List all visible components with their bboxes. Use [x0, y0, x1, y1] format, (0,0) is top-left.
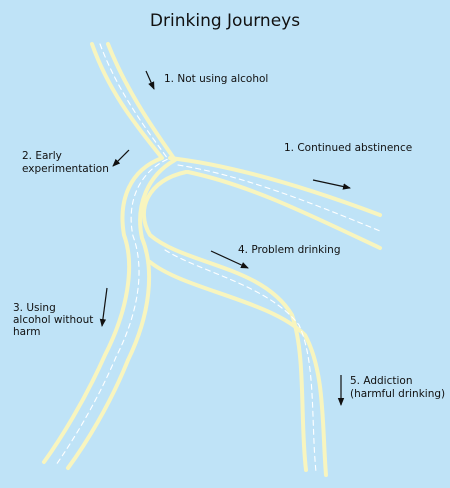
road-right-centerline	[177, 164, 381, 232]
road-right-edge-lower	[186, 170, 382, 250]
road-down-edge-inner	[148, 260, 328, 477]
label-addiction-line2: (harmful drinking)	[350, 388, 445, 400]
label-addiction-line1: 5. Addiction	[350, 375, 413, 387]
arrow-using-without-harm	[99, 287, 108, 327]
road-left-edge-outer	[42, 42, 164, 464]
road-right-edge-upper	[168, 156, 382, 217]
label-using-without-harm-line1: 3. Using	[13, 302, 56, 314]
label-continued-abstinence: 1. Continued abstinence	[284, 142, 412, 154]
label-early-experimentation-line1: 2. Early	[22, 150, 62, 162]
label-using-without-harm-line2: alcohol without	[13, 314, 93, 326]
arrow-continued-abstinence	[312, 179, 351, 190]
road-left-centerline	[55, 43, 169, 466]
road-left-edge-inner	[66, 42, 177, 470]
label-problem-drinking: 4. Problem drinking	[238, 244, 341, 256]
arrow-early-experimentation	[112, 149, 130, 167]
road-down-branch	[141, 170, 328, 477]
label-early-experimentation-line2: experimentation	[22, 163, 109, 175]
label-using-without-harm-line3: harm	[13, 326, 40, 338]
road-right-branch	[168, 156, 382, 250]
diagram-title: Drinking Journeys	[150, 11, 300, 31]
arrow-not-using	[145, 70, 155, 90]
arrow-problem-drinking	[210, 250, 249, 269]
road-down-centerline	[164, 249, 317, 473]
road-left-branch	[42, 42, 177, 470]
road-down-edge-outer	[141, 170, 308, 472]
label-not-using-alcohol: 1. Not using alcohol	[164, 73, 268, 85]
